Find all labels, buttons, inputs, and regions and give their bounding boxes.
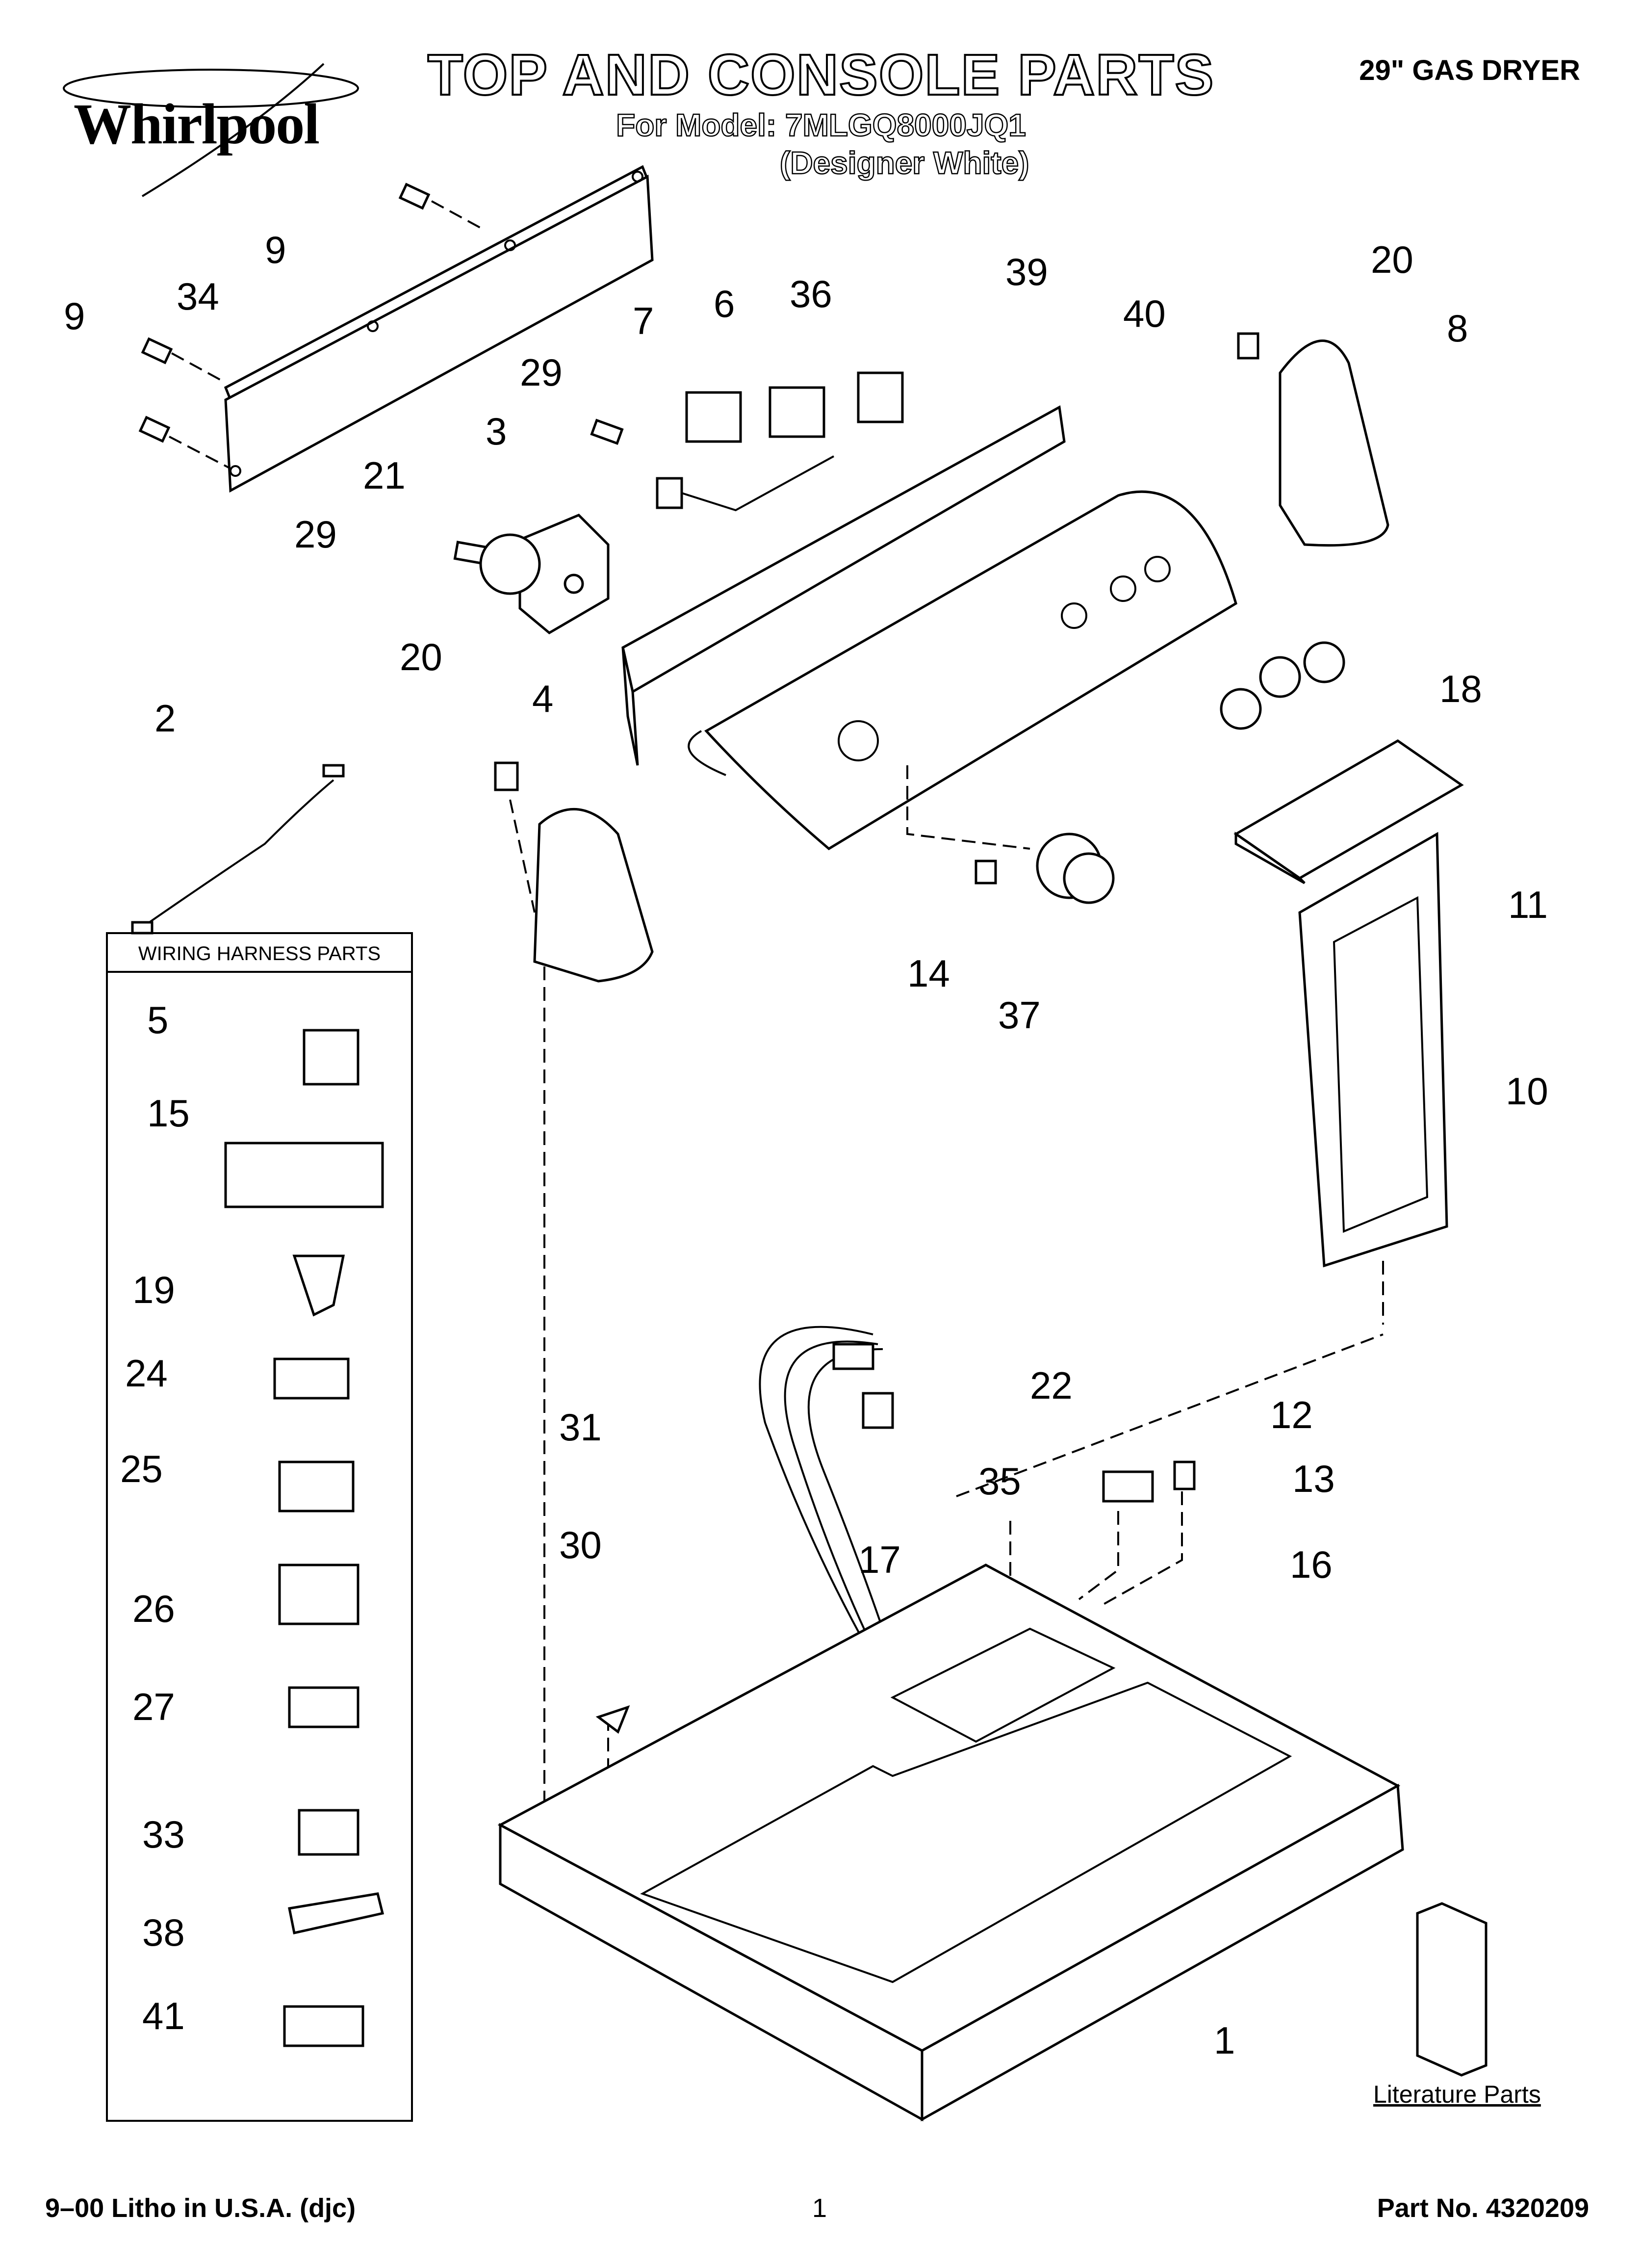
callout: 18 <box>1439 667 1482 710</box>
callout: 29 <box>520 351 563 394</box>
part-12-clamp <box>1102 1470 1154 1503</box>
part-3-clip <box>656 477 683 509</box>
part-29-screw <box>590 418 624 445</box>
callout: 3 <box>486 410 507 453</box>
harness-callout: 25 <box>120 1447 163 1490</box>
part-36-switch <box>857 371 904 423</box>
part-4-end-cap <box>533 808 654 983</box>
literature-parts-label: Literature Parts <box>1373 2081 1541 2108</box>
callout: 16 <box>1290 1543 1333 1586</box>
callout: 37 <box>998 993 1041 1037</box>
harness-callout: 33 <box>142 1813 185 1856</box>
part-10-lint-housing <box>1298 832 1448 1268</box>
footer-page-number: 1 <box>812 2193 827 2223</box>
callout: 10 <box>1506 1069 1548 1113</box>
callout: 30 <box>559 1523 602 1566</box>
part-2-wire <box>141 779 334 928</box>
harness-callout: 24 <box>125 1352 168 1395</box>
footer-print-info: 9–00 Litho in U.S.A. (djc) <box>45 2193 356 2223</box>
callout: 9 <box>265 228 286 271</box>
callout: 7 <box>633 299 654 342</box>
part-9-screw <box>138 182 431 443</box>
model-number: For Model: 7MLGQ8000JQ1 <box>616 107 1026 144</box>
part-40-console <box>704 490 1237 851</box>
brand-logo: Whirlpool <box>74 92 320 156</box>
harness-part-icons <box>224 1029 385 2047</box>
callout: 39 <box>1005 250 1048 293</box>
callout: 20 <box>400 635 442 678</box>
part-21-timer <box>479 514 610 635</box>
callout: 4 <box>532 677 554 720</box>
harness-callout: 15 <box>147 1092 190 1135</box>
dryer-type: 29" GAS DRYER <box>1359 54 1580 86</box>
callout: 11 <box>1508 883 1548 926</box>
page-title: TOP AND CONSOLE PARTS <box>427 42 1215 108</box>
harness-callout: 38 <box>142 1911 185 1954</box>
harness-callout: 26 <box>132 1587 175 1630</box>
part-16-top <box>497 1564 1404 2122</box>
part-7-switch <box>685 391 742 443</box>
part-22-harness-clip <box>832 1343 874 1370</box>
footer-part-number: Part No. 4320209 <box>1377 2193 1589 2223</box>
callout: 14 <box>907 952 950 995</box>
callout: 6 <box>714 282 735 325</box>
harness-callout: 41 <box>142 1994 185 2037</box>
harness-callout: 5 <box>147 998 169 1042</box>
callout: 21 <box>363 454 406 497</box>
callout: 20 <box>1371 238 1413 281</box>
harness-callout: 27 <box>132 1685 175 1728</box>
part-13-screw <box>1173 1460 1196 1490</box>
part-18-knob <box>1220 641 1345 730</box>
callout: 1 <box>1214 2019 1235 2062</box>
part-37-knob <box>1036 833 1115 904</box>
model-color: (Designer White) <box>779 145 1030 182</box>
callout: 34 <box>177 275 219 318</box>
callout: 2 <box>154 697 176 740</box>
harness-callout: 19 <box>132 1268 175 1311</box>
callout: 22 <box>1030 1364 1073 1407</box>
callout: 35 <box>978 1460 1021 1503</box>
part-20-screw <box>1237 332 1259 360</box>
callout: 40 <box>1123 292 1166 335</box>
harness-box <box>106 932 413 2122</box>
callout: 17 <box>858 1538 901 1581</box>
part-1-literature <box>1416 1902 1488 2077</box>
callout: 9 <box>64 294 85 338</box>
harness-box-title: WIRING HARNESS PARTS <box>108 937 411 973</box>
callout: 13 <box>1292 1457 1335 1500</box>
part-6-switch <box>769 386 825 438</box>
callout: 31 <box>559 1406 602 1449</box>
callout: 29 <box>294 513 337 556</box>
part-14-screw <box>975 860 997 885</box>
part-8-end-cap <box>1279 339 1389 547</box>
part-30-clip <box>595 1705 630 1734</box>
callout: 8 <box>1447 307 1468 350</box>
brand-swirl-icon <box>63 63 359 197</box>
part-31-harness <box>759 1326 894 1668</box>
callout: 36 <box>790 272 832 315</box>
callout: 12 <box>1270 1393 1313 1436</box>
